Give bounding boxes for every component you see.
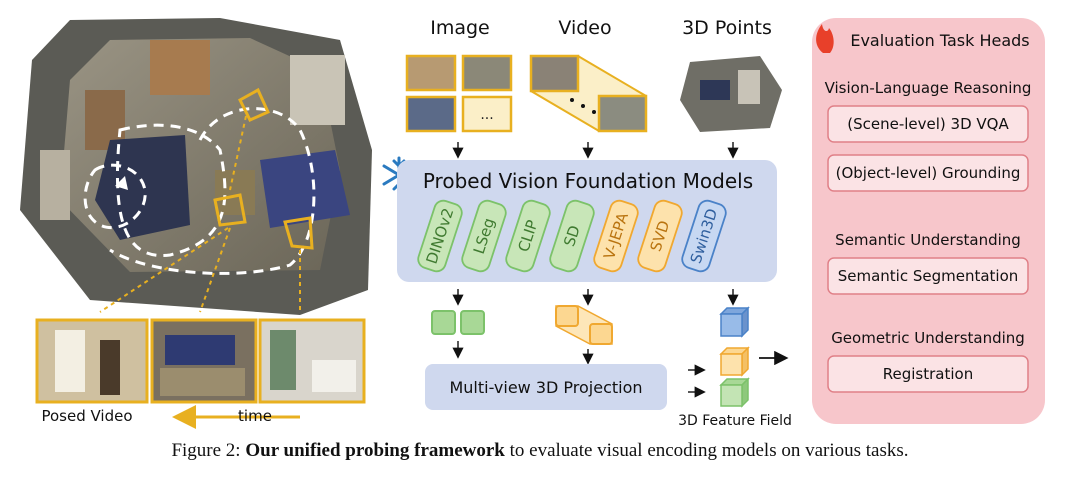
caption-bold: Our unified probing framework [245,440,505,461]
more-images-label: ... [480,107,493,123]
model-chip-lseg: LSeg [461,199,507,273]
video-input-stack [529,54,648,133]
model-chip-svd: SVD [637,199,683,273]
caption-suffix: to evaluate visual encoding models on va… [504,440,909,461]
time-label: time [238,407,272,425]
image-feature-maps [431,310,485,335]
posed-video-label: Posed Video [41,407,132,425]
task-label-registration: Registration [883,365,973,383]
point-cloud-thumbnail [680,56,782,132]
task-label-grounding: (Object-level) Grounding [836,164,1021,182]
projection-box [425,364,667,410]
projection-label: Multi-view 3D Projection [449,378,642,397]
image-input-thumbnails: ... [405,54,513,133]
task-head-segmentation [827,257,1029,295]
section-heading-geometric: Geometric Understanding [831,329,1025,347]
task-label-segmentation: Semantic Segmentation [838,267,1019,285]
task-label-3d-vqa: (Scene-level) 3D VQA [847,115,1009,133]
evaluation-panel-title: Evaluation Task Heads [850,31,1029,50]
model-chip-sd: SD [549,199,595,273]
section-heading-semantic: Semantic Understanding [835,231,1021,249]
fire-icon [816,24,834,53]
section-heading-vision-language: Vision-Language Reasoning [825,79,1032,97]
figure-caption: Figure 2: Our unified probing framework … [0,440,1080,462]
feature-field-label: 3D Feature Field [678,413,792,429]
scene-reconstruction [20,18,372,315]
probe-box-title: Probed Vision Foundation Models [423,169,753,193]
task-head-grounding [827,154,1029,192]
video-modality-label: Video [558,17,611,39]
video-feature-maps [555,305,613,345]
point-feature-cube [719,306,750,338]
caption-prefix: Figure 2: [171,440,246,461]
model-chip-label: SD [560,223,584,249]
posed-video-frames [35,318,366,429]
task-head-3d-vqa [827,105,1029,143]
points-modality-label: 3D Points [682,17,772,39]
image-modality-label: Image [430,17,490,39]
model-chip-clip: CLIP [505,199,551,273]
feature-field-cubes [719,346,750,408]
task-head-registration [827,355,1029,393]
